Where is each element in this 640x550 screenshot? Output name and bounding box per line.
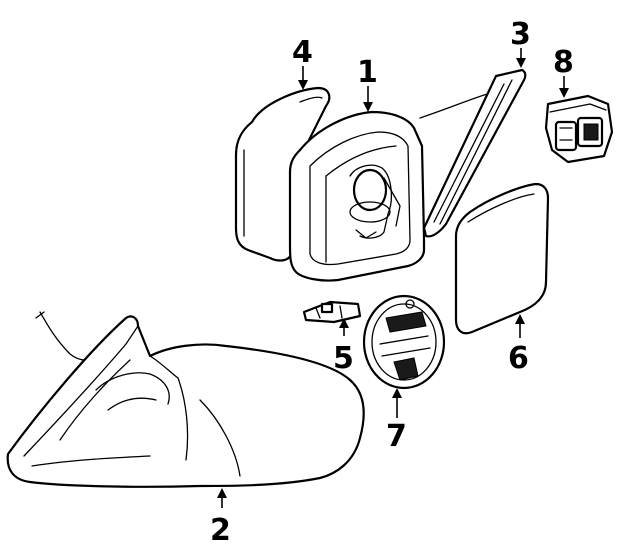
callout-3: 3 bbox=[510, 17, 531, 52]
part-actuator-motor bbox=[362, 294, 446, 390]
callout-leaders bbox=[217, 48, 569, 508]
callout-7: 7 bbox=[386, 419, 407, 454]
callout-labels: 1 2 3 4 5 6 7 8 bbox=[210, 17, 574, 548]
part-mirror-body bbox=[6, 311, 365, 488]
part-gasket bbox=[422, 68, 527, 238]
part-mirror-housing bbox=[288, 91, 495, 282]
callout-1: 1 bbox=[357, 55, 378, 90]
callout-2: 2 bbox=[210, 513, 231, 548]
part-switch bbox=[544, 94, 614, 164]
part-mirror-glass bbox=[454, 182, 550, 335]
callout-8: 8 bbox=[553, 45, 574, 80]
callout-4: 4 bbox=[292, 35, 313, 70]
part-mirror-cover bbox=[234, 86, 331, 262]
part-clip bbox=[302, 300, 362, 324]
callout-6: 6 bbox=[508, 341, 529, 376]
callout-5: 5 bbox=[333, 341, 354, 376]
